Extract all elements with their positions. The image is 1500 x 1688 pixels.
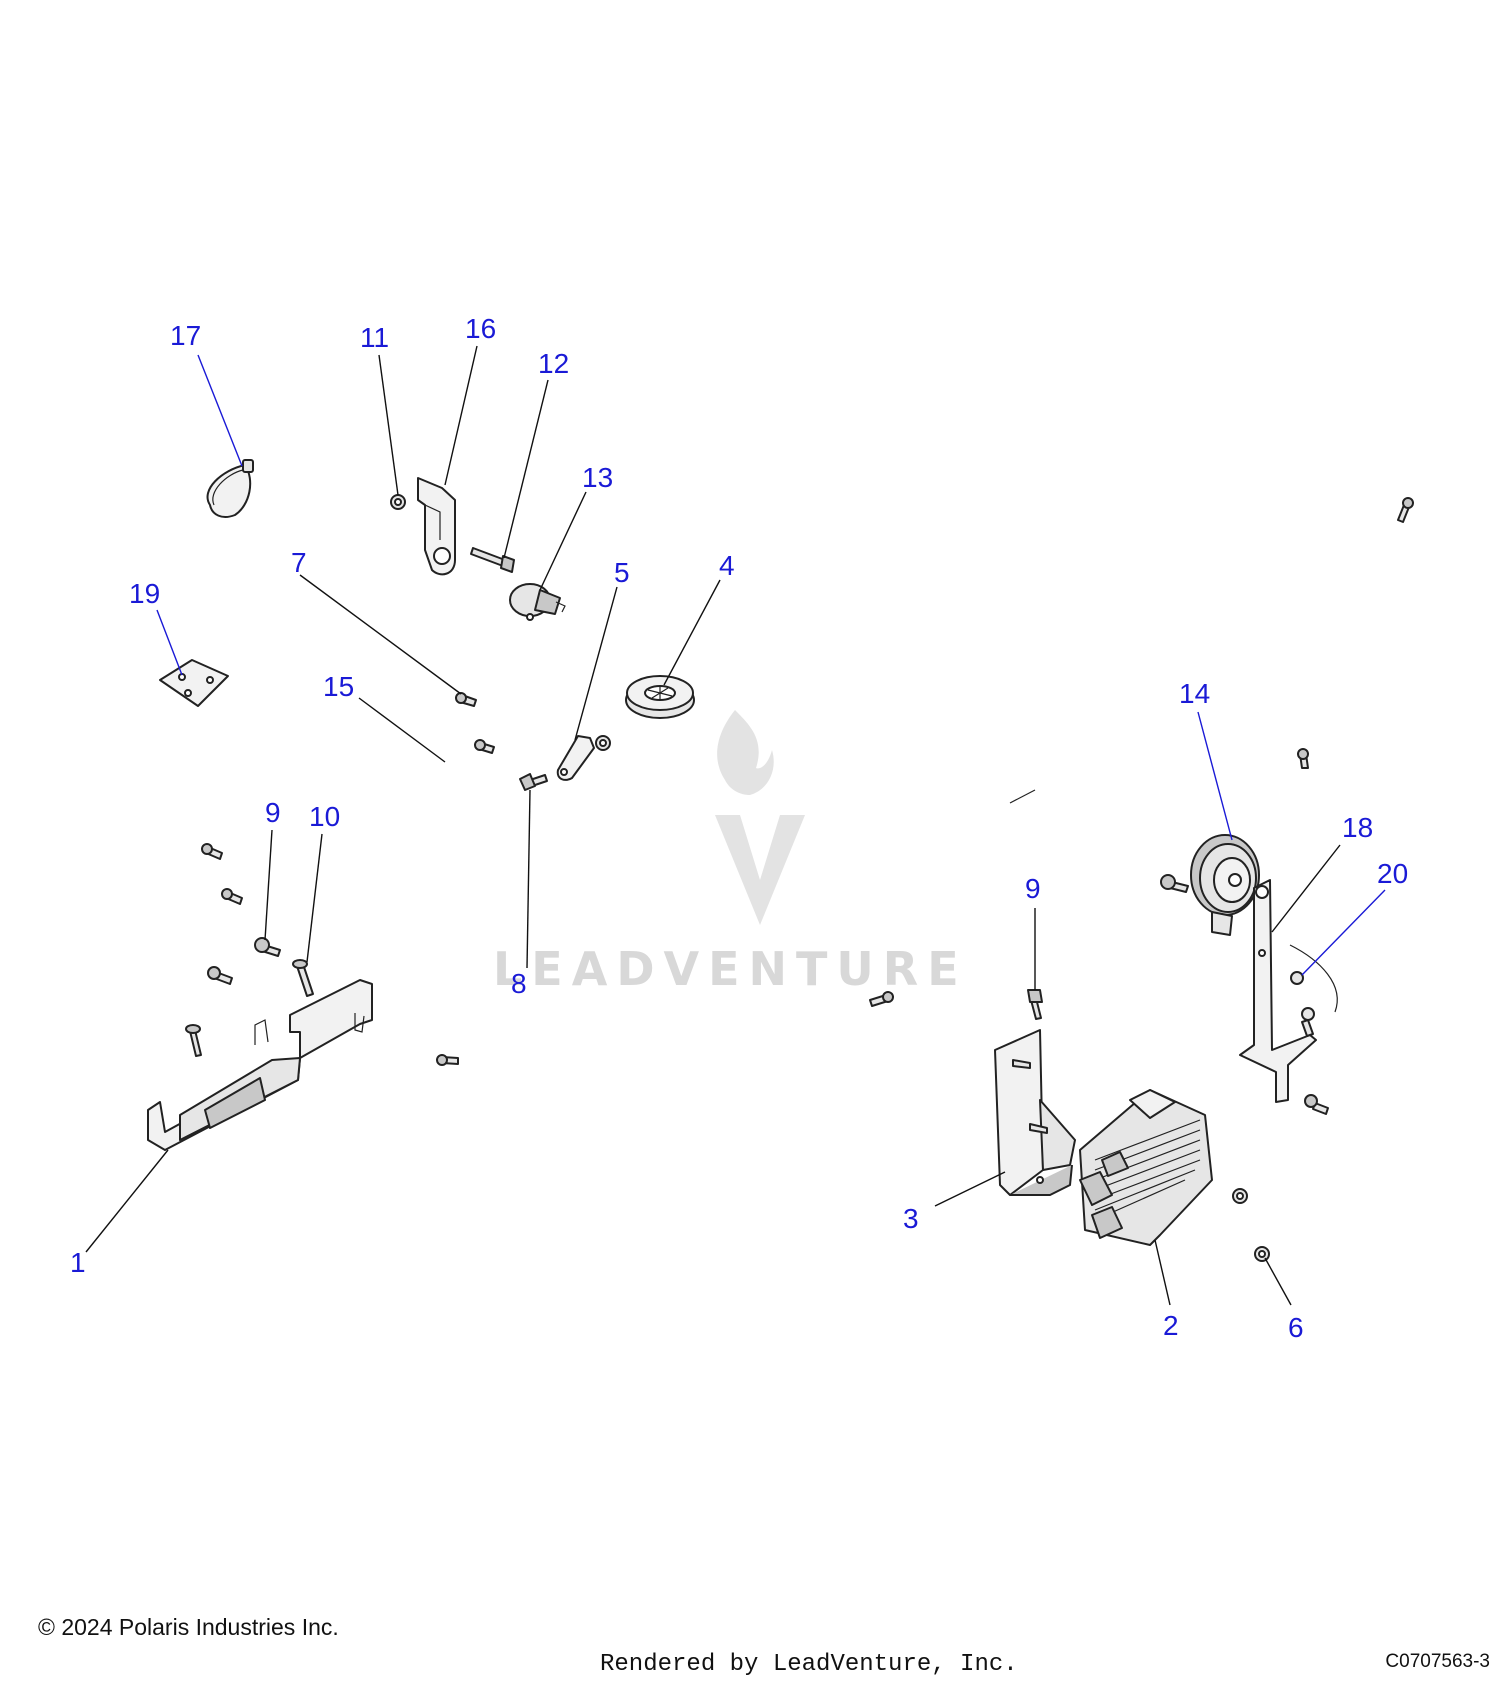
screw-left-b[interactable]: [221, 888, 243, 905]
bolt-part-8[interactable]: [519, 773, 548, 791]
plate-part-19[interactable]: [159, 659, 229, 707]
bracket-part-3[interactable]: [994, 1029, 1076, 1196]
callout-11[interactable]: 11: [360, 322, 389, 353]
copyright-text: © 2024 Polaris Industries Inc.: [38, 1614, 339, 1640]
callout-8[interactable]: 8: [511, 968, 527, 999]
screw-left-c[interactable]: [207, 966, 233, 985]
stray-mark: [1009, 789, 1036, 804]
screw-near-15[interactable]: [474, 739, 495, 754]
bolt-part-12[interactable]: [470, 547, 515, 573]
watermark-text: LEADVENTURE: [493, 942, 968, 996]
bracket-part-16[interactable]: [417, 477, 456, 576]
bolt-part-9-right[interactable]: [1027, 989, 1043, 1020]
sensor-part-13[interactable]: [509, 583, 566, 621]
screw-part-7[interactable]: [455, 692, 477, 707]
screw-top-right[interactable]: [1397, 497, 1414, 523]
callout-20[interactable]: 20: [1377, 858, 1408, 889]
callout-1[interactable]: 1: [70, 1247, 86, 1278]
bolt-right-b[interactable]: [1304, 1094, 1329, 1115]
figure-code: C0707563-3: [1385, 1651, 1490, 1672]
bracket-part-1[interactable]: [147, 979, 373, 1151]
bracket-part-18[interactable]: [1239, 879, 1338, 1103]
callout-3[interactable]: 3: [903, 1203, 919, 1234]
screw-mid-right[interactable]: [869, 991, 894, 1007]
callout-12[interactable]: 12: [538, 348, 569, 379]
callout-numbers: 17 11 16 12 13 19 7 5 4 15 9 10 8 1 14 1…: [70, 313, 1408, 1343]
nut-part-11[interactable]: [390, 494, 406, 510]
bolt-horn[interactable]: [1160, 874, 1189, 893]
regulator-part-2[interactable]: [1079, 1089, 1213, 1246]
callout-17[interactable]: 17: [170, 320, 201, 351]
nut-part-6[interactable]: [1254, 1246, 1270, 1262]
callout-9-left[interactable]: 9: [265, 797, 281, 828]
screw-right-a[interactable]: [1297, 748, 1309, 769]
screw-left-e[interactable]: [436, 1054, 459, 1066]
flame-logo-icon: [715, 710, 805, 925]
bolt-part-9-left[interactable]: [254, 937, 281, 957]
cable-tie-part-17[interactable]: [206, 459, 254, 518]
horn-part-14[interactable]: [1190, 834, 1260, 936]
callout-15[interactable]: 15: [323, 671, 354, 702]
pin-part-10[interactable]: [292, 959, 314, 997]
callout-19[interactable]: 19: [129, 578, 160, 609]
callout-6[interactable]: 6: [1288, 1312, 1304, 1343]
callout-5[interactable]: 5: [614, 557, 630, 588]
callout-16[interactable]: 16: [465, 313, 496, 344]
pin-left-d[interactable]: [185, 1024, 202, 1057]
callout-4[interactable]: 4: [719, 550, 735, 581]
callout-9-right[interactable]: 9: [1025, 873, 1041, 904]
leader-lines: [85, 345, 1386, 1306]
callout-14[interactable]: 14: [1179, 678, 1210, 709]
callout-10[interactable]: 10: [309, 801, 340, 832]
screw-left-a[interactable]: [201, 843, 223, 860]
clip-part-5[interactable]: [556, 735, 595, 781]
watermark: LEADVENTURE: [493, 710, 968, 996]
rendered-by-text: Rendered by LeadVenture, Inc.: [600, 1651, 1018, 1678]
grommet-part-4[interactable]: [625, 675, 695, 719]
callout-18[interactable]: 18: [1342, 812, 1373, 843]
nut-near-5[interactable]: [595, 735, 611, 751]
callout-13[interactable]: 13: [582, 462, 613, 493]
callout-7[interactable]: 7: [291, 547, 307, 578]
bolt-part-20[interactable]: [1290, 971, 1315, 1037]
nut-part-6a[interactable]: [1232, 1188, 1248, 1204]
callout-2[interactable]: 2: [1163, 1310, 1179, 1341]
